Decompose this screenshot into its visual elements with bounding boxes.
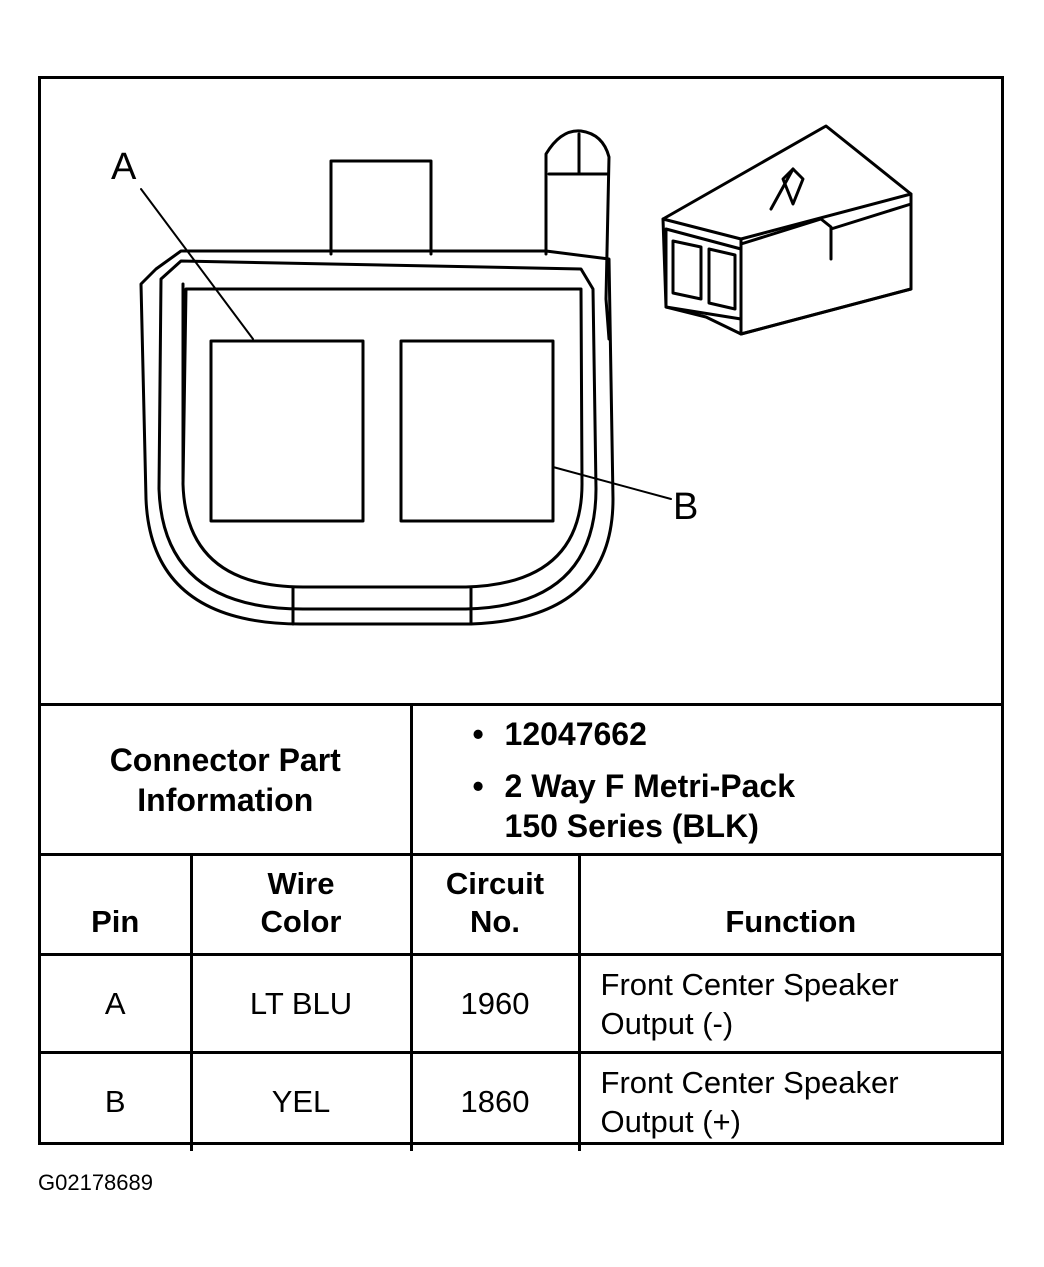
- cavity-b: [399, 339, 555, 523]
- connector-face-drawing: A B: [111, 124, 913, 626]
- connector-type: 2 Way F Metri-Pack: [504, 767, 795, 804]
- cell-function: Front Center Speaker Output (-): [577, 953, 1002, 1054]
- connector-frame: A B Connector Part Information • 12047662: [38, 76, 1004, 1151]
- table-header-row: Pin Wire Color Circuit No. Function: [41, 853, 1002, 956]
- callout-a-label: A: [111, 146, 137, 188]
- callout-b-label: B: [673, 486, 698, 528]
- cell-wire-color: YEL: [189, 1051, 413, 1151]
- figure-code: G02178689: [38, 1170, 153, 1195]
- latch-tab: [329, 159, 433, 256]
- cell-circuit: 1960: [409, 953, 581, 1054]
- connector-info-label-line2: Information: [137, 781, 314, 818]
- header-wire-color: Wire Color: [189, 853, 413, 956]
- connector-info-label-line1: Connector Part: [109, 741, 341, 778]
- connector-isometric-view: [661, 124, 913, 336]
- bullet-dot: •: [472, 767, 484, 804]
- header-pin: Pin: [41, 853, 193, 956]
- bullet-dot: •: [472, 715, 484, 752]
- key-rib: [544, 129, 611, 341]
- connector-info-label: Connector Part Information: [41, 703, 413, 856]
- cavity-a: [209, 339, 365, 523]
- connector-series: 150 Series (BLK): [504, 807, 759, 844]
- connector-info-value: • 12047662 • 2 Way F Metri-Pack 150 Series…: [409, 703, 1002, 856]
- header-circuit-no: Circuit No.: [409, 853, 581, 956]
- connector-info-row: Connector Part Information • 12047662 • 2 …: [41, 703, 1002, 856]
- pinout-table: Connector Part Information • 12047662 • 2 …: [41, 703, 1002, 1151]
- table-row: B YEL 1860 Front Center Speaker Output (…: [41, 1051, 1002, 1151]
- connector-series-line: 150 Series (BLK): [473, 806, 1002, 846]
- cell-function: Front Center Speaker Output (+): [577, 1051, 1002, 1151]
- callout-b-leader: [552, 466, 672, 500]
- cell-pin: A: [41, 953, 193, 1054]
- header-function: Function: [577, 853, 1002, 956]
- cell-wire-color: LT BLU: [189, 953, 413, 1054]
- connector-figure: A B: [41, 79, 1001, 703]
- table-row: A LT BLU 1960 Front Center Speaker Outpu…: [41, 953, 1002, 1054]
- connector-type-line: • 2 Way F Metri-Pack: [473, 766, 1002, 806]
- callout-a-leader: [140, 188, 254, 340]
- part-number-line: • 12047662: [473, 714, 1002, 754]
- housing-face: [181, 287, 584, 589]
- cell-circuit: 1860: [409, 1051, 581, 1151]
- cell-pin: B: [41, 1051, 193, 1151]
- part-number: 12047662: [504, 715, 647, 752]
